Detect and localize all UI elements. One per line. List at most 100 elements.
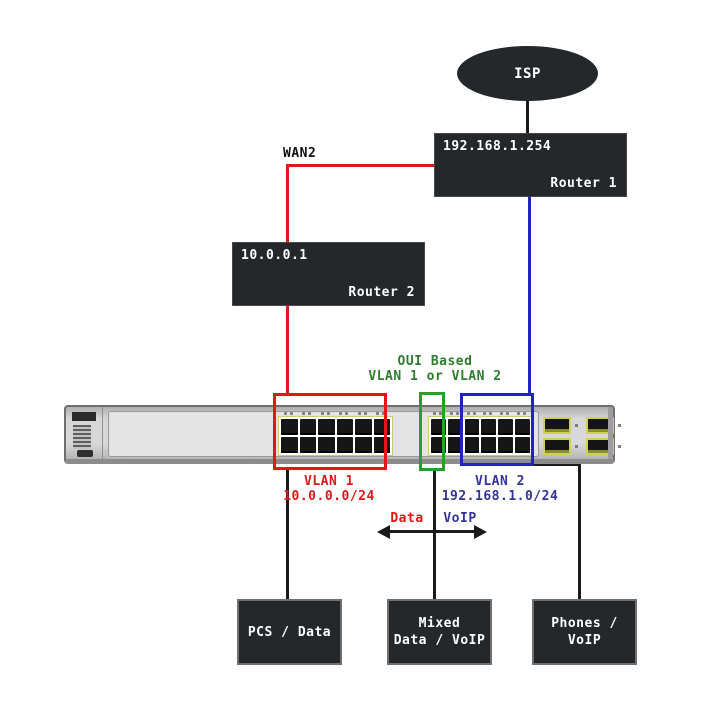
rj45-port	[336, 419, 353, 435]
data-arrow-label: Data	[390, 511, 424, 526]
port-led-dot	[363, 412, 367, 415]
sfp-port	[586, 417, 614, 434]
rj45-port	[281, 437, 298, 453]
rj45-port	[355, 437, 372, 453]
router1-name: Router 1	[550, 176, 617, 191]
rj45-port	[318, 437, 335, 453]
link-router1-router2-horizontal	[286, 164, 434, 167]
vlan2-subnet: 192.168.1.0/24	[441, 489, 559, 504]
vlan1-label: VLAN 1 10.0.0.0/24	[264, 474, 394, 504]
port-led-dot	[517, 412, 521, 415]
port-led-dot	[382, 412, 386, 415]
rj45-port	[464, 437, 480, 453]
link-router1-vlan2	[528, 195, 531, 395]
port-led-dot	[345, 412, 349, 415]
oui-label: OUI Based VLAN 1 or VLAN 2	[345, 354, 525, 384]
port-led-pair	[283, 412, 293, 415]
port-led-pair	[466, 412, 476, 415]
rj45-port	[498, 419, 514, 435]
port-led-dot	[500, 412, 504, 415]
port-led-dot	[376, 412, 380, 415]
link-router1-router2-vertical	[286, 164, 289, 243]
port-led-dot	[326, 412, 330, 415]
rj45-port	[481, 437, 497, 453]
port-led-pair	[483, 412, 493, 415]
mixed-node: Mixed Data / VoIP	[387, 599, 492, 665]
switch-status-panel	[66, 407, 103, 459]
rj45-port	[447, 419, 463, 435]
rj45-port	[336, 437, 353, 453]
port-led-dot	[357, 412, 361, 415]
port-led-pair	[432, 412, 442, 415]
sfp-led-dot	[618, 424, 621, 427]
port-led-dot	[523, 412, 527, 415]
mixed-label-line1: Mixed	[418, 616, 461, 631]
rj45-port	[355, 419, 372, 435]
vlan2-box	[460, 393, 534, 466]
sfp-port	[586, 438, 614, 455]
port-led-dot	[489, 412, 493, 415]
arrow-left-head-icon	[377, 525, 390, 539]
link-vlan1-pcs	[286, 469, 289, 599]
isp-label: ISP	[514, 65, 541, 82]
router1-ip: 192.168.1.254	[443, 139, 552, 154]
mixed-label-line2: Data / VoIP	[393, 633, 486, 648]
sfp-led-dot	[618, 445, 621, 448]
switch-led-column	[73, 425, 91, 449]
link-isp-router1	[526, 98, 529, 134]
port-led-pair	[517, 412, 527, 415]
port-led-dot	[302, 412, 306, 415]
vlan1-subnet: 10.0.0.0/24	[283, 489, 375, 504]
rj45-port	[281, 419, 298, 435]
switch-mode-button	[77, 450, 93, 457]
phones-node: Phones / VoIP	[532, 599, 637, 665]
port-led-dot	[438, 412, 442, 415]
port-led-dot	[320, 412, 324, 415]
rj45-port	[299, 419, 316, 435]
oui-box	[419, 392, 445, 471]
vlan2-title: VLAN 2	[475, 474, 525, 489]
port-led-pair	[449, 412, 459, 415]
port-led-dot	[506, 412, 510, 415]
link-vlan2-phones-horizontal	[533, 463, 581, 466]
isp-cloud: ISP	[457, 46, 598, 101]
sfp-led-dot	[575, 424, 578, 427]
rj45-port	[515, 419, 530, 435]
rj45-port	[299, 437, 316, 453]
port-led-strip-2	[429, 412, 530, 415]
rj45-port	[498, 437, 514, 453]
oui-label-line1: OUI Based	[397, 354, 473, 369]
router1-node: 192.168.1.254 Router 1	[434, 133, 627, 197]
rj45-port	[464, 419, 480, 435]
wan2-label: WAN2	[283, 146, 317, 161]
pcs-node: PCS / Data	[237, 599, 342, 665]
vlan2-label: VLAN 2 192.168.1.0/24	[425, 474, 575, 504]
port-led-pair	[500, 412, 510, 415]
network-switch	[64, 405, 621, 464]
voip-arrow-label: VoIP	[443, 511, 477, 526]
port-led-dot	[432, 412, 436, 415]
port-led-pair	[376, 412, 386, 415]
router2-name: Router 2	[348, 285, 415, 300]
vlan1-box	[273, 393, 387, 470]
vlan1-title: VLAN 1	[304, 474, 354, 489]
router2-ip: 10.0.0.1	[241, 248, 308, 263]
port-led-dot	[308, 412, 312, 415]
sfp-port-area	[543, 417, 621, 455]
router2-node: 10.0.0.1 Router 2	[232, 242, 425, 306]
sfp-port	[543, 438, 571, 455]
rj45-port	[447, 437, 463, 453]
phones-label: Phones / VoIP	[551, 616, 618, 648]
sfp-cell	[586, 417, 621, 434]
port-led-dot	[472, 412, 476, 415]
port-led-dot	[289, 412, 293, 415]
port-led-pair	[339, 412, 349, 415]
link-oui-mixed	[433, 470, 436, 599]
oui-label-line2: VLAN 1 or VLAN 2	[368, 369, 502, 384]
arrow-right-head-icon	[474, 525, 487, 539]
port-led-dot	[339, 412, 343, 415]
rj45-port	[318, 419, 335, 435]
switch-brand-badge	[72, 412, 96, 421]
port-led-pair	[357, 412, 367, 415]
